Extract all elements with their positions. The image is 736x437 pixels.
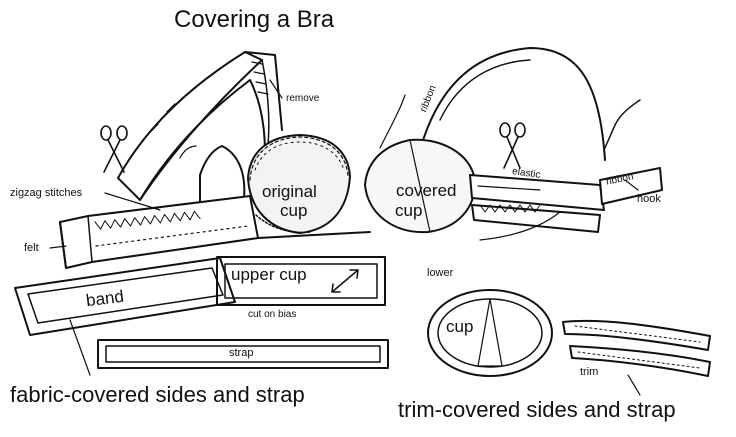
label-felt: felt xyxy=(24,242,39,254)
pattern-lower-label: lower xyxy=(427,267,454,279)
strap-pattern xyxy=(97,339,389,369)
right-strap xyxy=(419,47,641,161)
label-remove: remove xyxy=(286,93,320,104)
pattern-upper-cup-label: upper cup xyxy=(231,265,307,284)
pattern-trim-label: trim xyxy=(580,366,599,378)
original-cup xyxy=(247,134,351,234)
covered-cup xyxy=(364,94,477,234)
label-original-cup-2: cup xyxy=(280,201,308,220)
caption-fabric-covered: fabric-covered sides and strap xyxy=(10,382,305,407)
pattern-strap-label: strap xyxy=(229,347,254,359)
label-hook: hook xyxy=(637,193,661,205)
pattern-cup-label: cup xyxy=(446,317,474,336)
label-original-cup-1: original xyxy=(262,182,317,201)
caption-trim-covered: trim-covered sides and strap xyxy=(398,397,676,422)
scissors-right-icon xyxy=(499,122,526,169)
label-zigzag-stitches: zigzag stitches xyxy=(10,187,83,199)
lower-cup-pattern xyxy=(427,289,553,377)
leader-lines xyxy=(49,79,639,249)
left-band xyxy=(59,195,371,269)
right-band xyxy=(469,167,663,241)
trim-pieces xyxy=(562,319,711,396)
pattern-band-label: band xyxy=(84,286,125,311)
scissors-left-icon xyxy=(100,125,128,173)
diagram-title: Covering a Bra xyxy=(174,6,335,33)
upper-cup-pattern xyxy=(216,256,386,306)
label-covered-cup-2: cup xyxy=(395,201,423,220)
pattern-cut-on-bias-label: cut on bias xyxy=(248,309,297,320)
label-covered-cup-1: covered xyxy=(396,181,457,200)
band-pattern xyxy=(14,257,236,376)
